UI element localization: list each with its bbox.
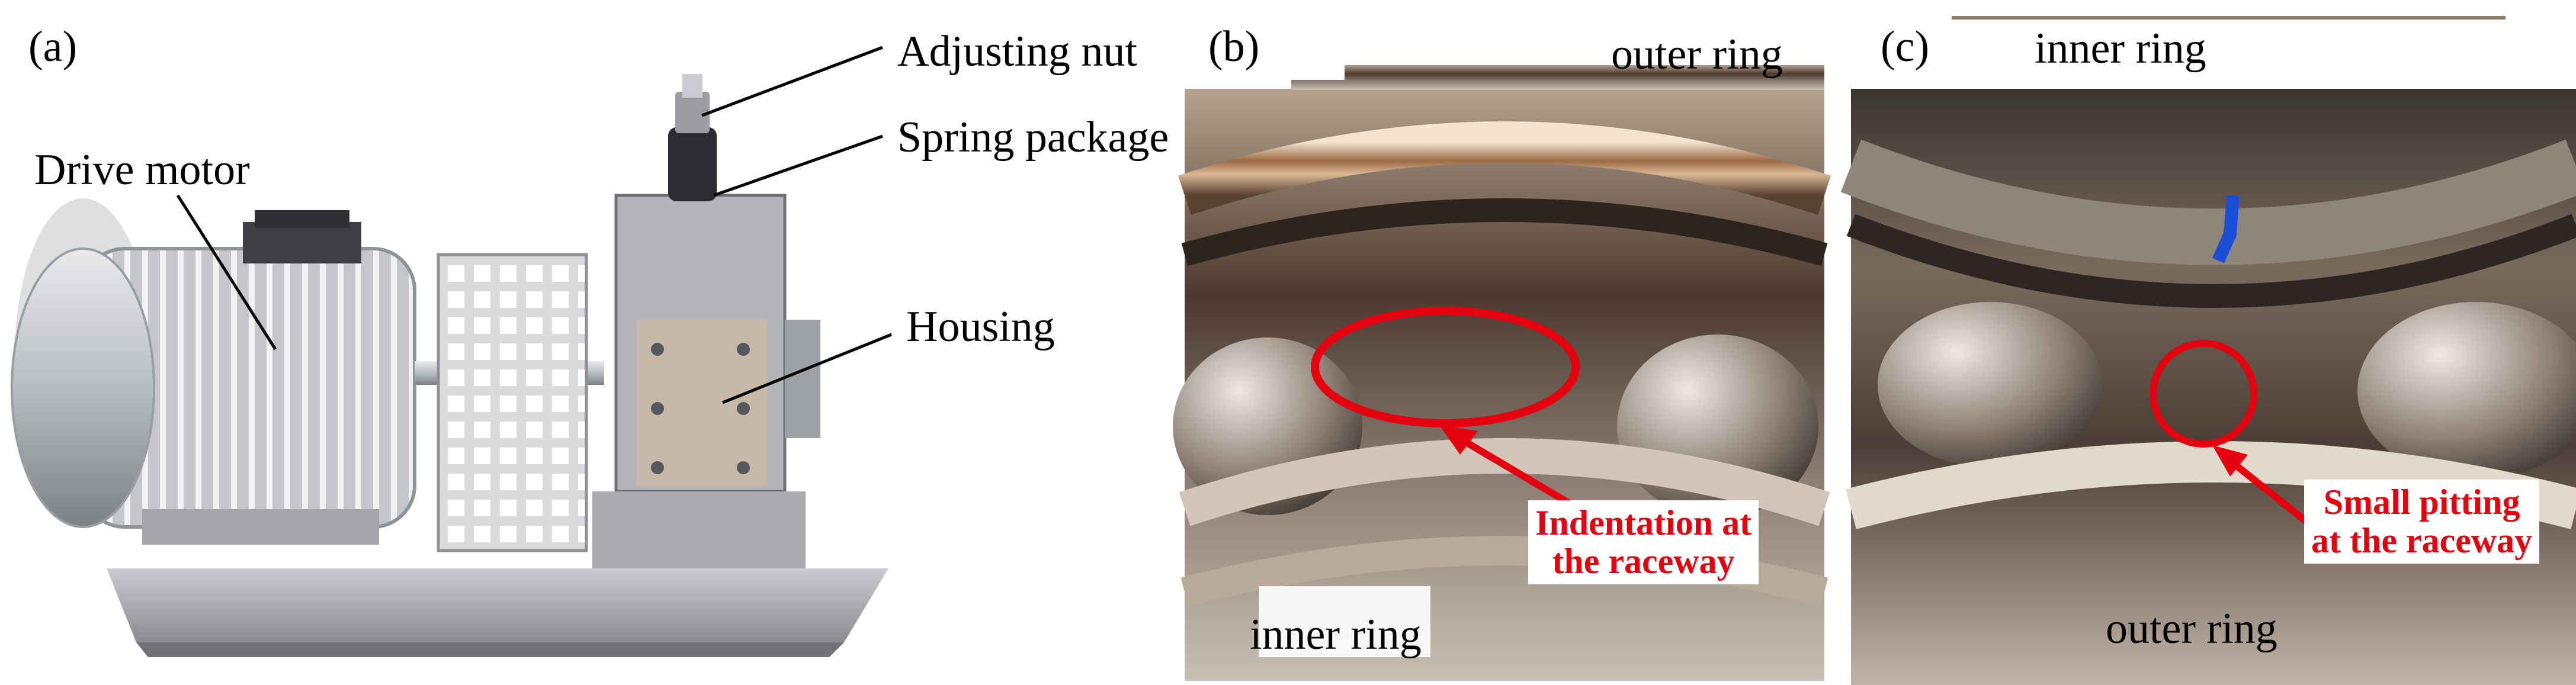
panel-c-defect-note: Small pitting at the raceway <box>2304 480 2540 564</box>
panel-b-inner-ring-label: inner ring <box>1250 610 1422 659</box>
spring-package-label: Spring package <box>897 113 1169 162</box>
panel-a-letter: (a) <box>28 22 78 71</box>
drive-motor-label: Drive motor <box>34 146 250 194</box>
panel-b-letter: (b) <box>1208 22 1260 71</box>
panel-c-inner-ring-label: inner ring <box>2035 24 2206 73</box>
panel-c-outer-ring-label: outer ring <box>2106 604 2277 653</box>
defect-circle-icon <box>2150 340 2315 530</box>
housing-label: Housing <box>906 303 1055 351</box>
panel-c-defect-note-line1: Small pitting <box>2323 483 2520 522</box>
panel-c-photo <box>1840 16 2576 685</box>
panel-b-defect-note-line2: the raceway <box>1552 541 1735 581</box>
adjusting-nut-label: Adjusting nut <box>897 27 1137 76</box>
panel-b-outer-ring-label: outer ring <box>1611 30 1783 79</box>
panel-c-defect-note-line2: at the raceway <box>2311 520 2533 560</box>
panel-b-defect-note-line1: Indentation at <box>1535 503 1752 542</box>
panel-c-letter: (c) <box>1881 22 1930 71</box>
panel-a-photo <box>11 74 888 657</box>
panel-b-defect-note: Indentation at the raceway <box>1528 500 1759 584</box>
panel-a-leader-lines <box>176 46 892 404</box>
